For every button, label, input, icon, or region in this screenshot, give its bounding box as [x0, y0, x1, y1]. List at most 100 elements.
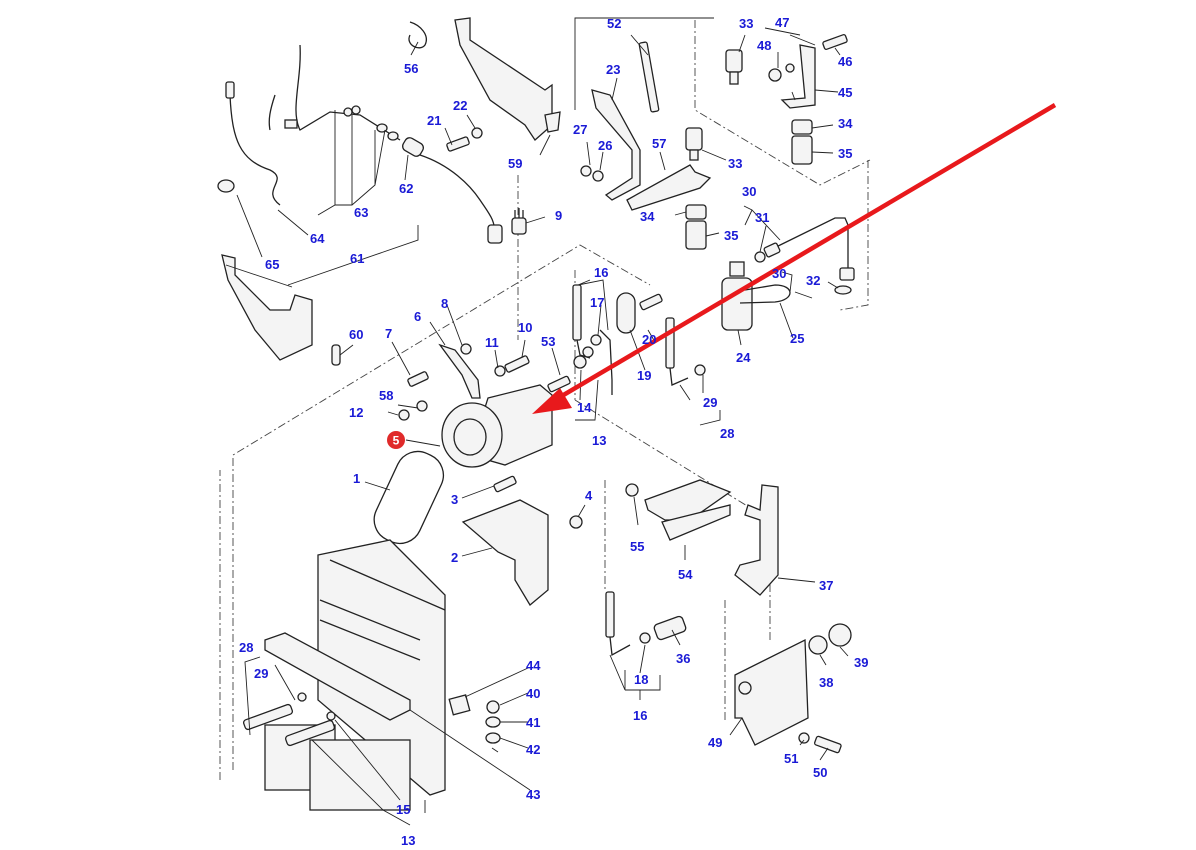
pipe-30-nut	[763, 242, 781, 258]
switch-36-group	[605, 591, 687, 657]
label-49[interactable]: 49	[708, 735, 722, 750]
label-35-upper[interactable]: 35	[838, 146, 852, 161]
leader-9	[525, 216, 546, 224]
label-42[interactable]: 42	[526, 742, 540, 757]
label-35-lower[interactable]: 35	[724, 228, 738, 243]
label-47[interactable]: 47	[775, 15, 789, 30]
label-31[interactable]: 31	[755, 210, 769, 225]
label-30-lower[interactable]: 30	[772, 266, 786, 281]
label-2[interactable]: 2	[451, 550, 458, 565]
callout-badge[interactable]	[387, 431, 405, 449]
label-8[interactable]: 8	[441, 296, 448, 311]
label-29-lower[interactable]: 29	[254, 666, 268, 681]
label-11[interactable]: 11	[485, 335, 499, 350]
label-33-upper[interactable]: 33	[739, 16, 753, 31]
grommet-d	[387, 131, 399, 141]
label-12[interactable]: 12	[349, 405, 363, 420]
label-64[interactable]: 64	[310, 231, 325, 246]
label-43[interactable]: 43	[526, 787, 540, 802]
label-36[interactable]: 36	[676, 651, 690, 666]
label-4[interactable]: 4	[585, 488, 593, 503]
label-14[interactable]: 14	[577, 400, 592, 415]
oring-29-lower	[297, 692, 307, 702]
bracket-54-group	[625, 479, 732, 541]
label-44[interactable]: 44	[526, 658, 541, 673]
hoses-group	[572, 284, 706, 395]
label-22[interactable]: 22	[453, 98, 467, 113]
label-1[interactable]: 1	[353, 471, 360, 486]
label-41[interactable]: 41	[526, 715, 540, 730]
label-26[interactable]: 26	[598, 138, 612, 153]
label-9[interactable]: 9	[555, 208, 562, 223]
label-50[interactable]: 50	[813, 765, 827, 780]
wire-62	[419, 154, 496, 236]
label-24[interactable]: 24	[736, 350, 751, 365]
label-16-upper[interactable]: 16	[594, 265, 608, 280]
grommet-a	[343, 107, 353, 117]
label-52[interactable]: 52	[607, 16, 621, 31]
label-17[interactable]: 17	[590, 295, 604, 310]
label-56[interactable]: 56	[404, 61, 418, 76]
label-21[interactable]: 21	[427, 113, 441, 128]
label-45[interactable]: 45	[838, 85, 852, 100]
label-63[interactable]: 63	[354, 205, 368, 220]
label-54[interactable]: 54	[678, 567, 693, 582]
bracket-60-area	[221, 254, 313, 361]
hose-16-lower-bend	[609, 636, 631, 657]
label-61[interactable]: 61	[350, 251, 364, 266]
washer-58	[416, 400, 428, 412]
label-33-lower[interactable]: 33	[728, 156, 742, 171]
label-13-lower[interactable]: 13	[401, 833, 415, 848]
label-30-upper[interactable]: 30	[742, 184, 756, 199]
fitting-33-thread-upper	[729, 71, 739, 85]
label-29-upper[interactable]: 29	[703, 395, 717, 410]
label-32[interactable]: 32	[806, 273, 820, 288]
label-34-upper[interactable]: 34	[838, 116, 853, 131]
oring-29	[694, 364, 706, 376]
label-18[interactable]: 18	[634, 672, 648, 687]
label-28-lower[interactable]: 28	[239, 640, 253, 655]
label-16-lower[interactable]: 16	[633, 708, 647, 723]
nut-35-lower	[685, 220, 707, 250]
label-51[interactable]: 51	[784, 751, 798, 766]
leader-52-23-27-26-57	[574, 17, 714, 171]
label-34-lower[interactable]: 34	[640, 209, 655, 224]
leader-60-7-6-8-11-10-53-58-12	[339, 304, 561, 416]
label-27[interactable]: 27	[573, 122, 587, 137]
label-37[interactable]: 37	[819, 578, 833, 593]
pointer-arrow-head	[532, 388, 572, 414]
label-15[interactable]: 15	[396, 802, 410, 817]
nut-39	[828, 623, 852, 647]
label-28-upper[interactable]: 28	[720, 426, 734, 441]
label-6[interactable]: 6	[414, 309, 421, 324]
label-57[interactable]: 57	[652, 136, 666, 151]
label-3[interactable]: 3	[451, 492, 458, 507]
label-40[interactable]: 40	[526, 686, 540, 701]
callout-part-5[interactable]: 5	[387, 431, 405, 449]
label-19[interactable]: 19	[637, 368, 651, 383]
label-39[interactable]: 39	[854, 655, 868, 670]
pointer-arrow-shaft	[553, 103, 1057, 402]
label-46[interactable]: 46	[838, 54, 852, 69]
label-55[interactable]: 55	[630, 539, 644, 554]
label-25[interactable]: 25	[790, 331, 804, 346]
fitting-33-thread-lower	[689, 149, 699, 161]
label-48[interactable]: 48	[757, 38, 771, 53]
label-62[interactable]: 62	[399, 181, 413, 196]
label-13-upper[interactable]: 13	[592, 433, 606, 448]
bolt-21	[446, 136, 470, 152]
label-58[interactable]: 58	[379, 388, 393, 403]
label-20[interactable]: 20	[642, 332, 656, 347]
leader-56	[410, 41, 419, 56]
bolt-46	[822, 34, 848, 50]
label-23[interactable]: 23	[606, 62, 620, 77]
clip-59	[544, 111, 561, 133]
label-7[interactable]: 7	[385, 326, 392, 341]
label-59[interactable]: 59	[508, 156, 522, 171]
label-10[interactable]: 10	[518, 320, 532, 335]
label-60[interactable]: 60	[349, 327, 363, 342]
label-65[interactable]: 65	[265, 257, 279, 272]
label-38[interactable]: 38	[819, 675, 833, 690]
label-53[interactable]: 53	[541, 334, 555, 349]
leader-30-31-32-24-25	[737, 205, 839, 346]
